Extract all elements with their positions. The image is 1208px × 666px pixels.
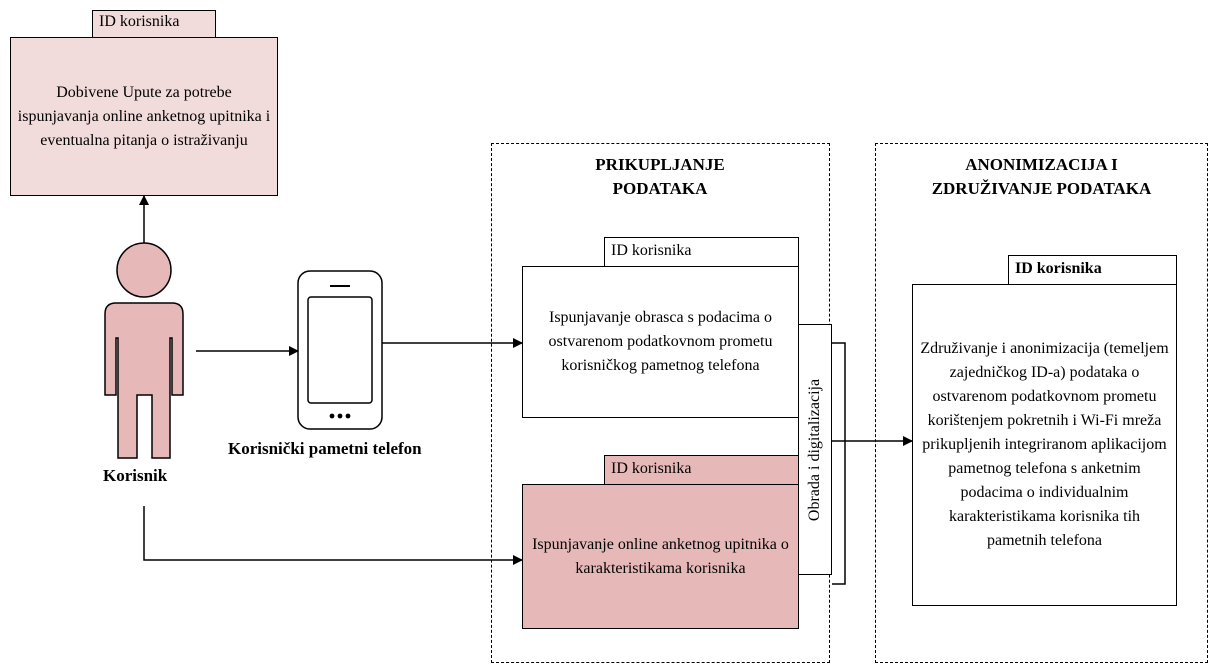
survey-id-tag: ID korisnika (604, 455, 799, 485)
user-figure-icon (104, 242, 184, 459)
instructions-box: Dobivene Upute za potrebe ispunjavanja o… (10, 37, 278, 196)
phone-label: Korisnički pametni telefon (228, 439, 422, 458)
top-id-tag: ID korisnika (92, 10, 216, 38)
user-label: Korisnik (103, 466, 168, 485)
processing-label: Obrada i digitalizacija (806, 378, 823, 521)
anonymization-zone-title: ANONIMIZACIJA I ZDRUŽIVANJE PODATAKA (931, 155, 1152, 198)
anon-id-tag: ID korisnika (1008, 255, 1177, 285)
form-id-tag: ID korisnika (604, 237, 799, 267)
merge-anonymize-box: Združivanje i anonimizacija (temeljem za… (912, 284, 1177, 606)
smartphone-icon (297, 270, 383, 430)
processing-digitalization-box: Obrada i digitalizacija (798, 324, 832, 575)
traffic-form-box: Ispunjavanje obrasca s podacima o ostvar… (522, 266, 799, 418)
arrow-user-to-survey (143, 506, 523, 565)
collection-zone-title: PRIKUPLJANJE PODATAKA (595, 155, 725, 198)
online-survey-box: Ispunjavanje online anketnog upitnika o … (522, 484, 799, 629)
